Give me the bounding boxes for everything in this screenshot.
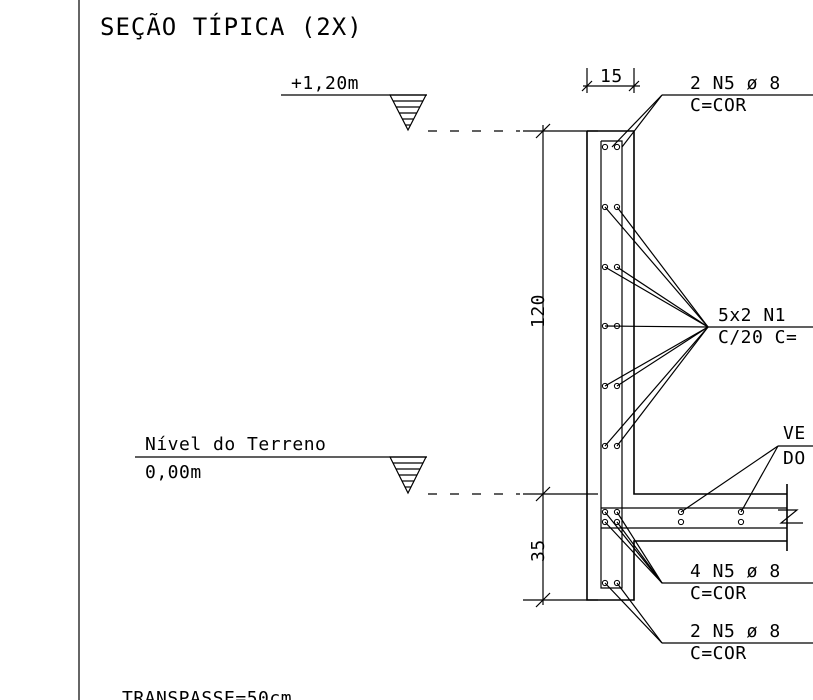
callout-bottom-bars-length: C=COR — [690, 643, 747, 664]
callout-stirrups-label: 5x2 N1 — [718, 305, 786, 326]
section-title: SEÇÃO TÍPICA (2X) — [100, 11, 363, 41]
width-dimension — [581, 68, 640, 93]
callout-top-bars-length: C=COR — [690, 95, 747, 116]
width-dimension-label: 15 — [600, 66, 623, 87]
callout-top-bars-label: 2 N5 ø 8 — [690, 73, 781, 94]
callout-footing-bars-length: C=COR — [690, 583, 747, 604]
wall-section — [586, 130, 803, 601]
ground-level-value: 0,00m — [145, 462, 202, 483]
ground-level-name: Nível do Terreno — [145, 434, 326, 455]
splice-note: TRANSPASSE=50cm — [122, 688, 292, 700]
footing-dimension-label: 35 — [528, 539, 549, 562]
callout-stirrups — [604, 206, 813, 447]
callout-bottom-bars — [604, 582, 813, 644]
callout-top-bars — [611, 94, 813, 148]
callout-stirrups-spacing: C/20 C= — [718, 327, 797, 348]
callout-footing-bars-label: 4 N5 ø 8 — [690, 561, 781, 582]
ground-level-triangle-icon — [389, 456, 427, 495]
rebar-points — [601, 143, 745, 587]
callout-bottom-bars-label: 2 N5 ø 8 — [690, 621, 781, 642]
height-dimension — [523, 123, 598, 608]
callout-footing-bars — [604, 511, 813, 584]
callout-beam-ref-2: DO — [783, 448, 806, 469]
top-level-triangle-icon — [389, 94, 427, 132]
height-dimension-label: 120 — [528, 294, 549, 328]
callout-beam-ref — [680, 445, 813, 513]
callout-beam-ref-1: VE — [783, 423, 806, 444]
top-level-label: +1,20m — [291, 73, 359, 94]
